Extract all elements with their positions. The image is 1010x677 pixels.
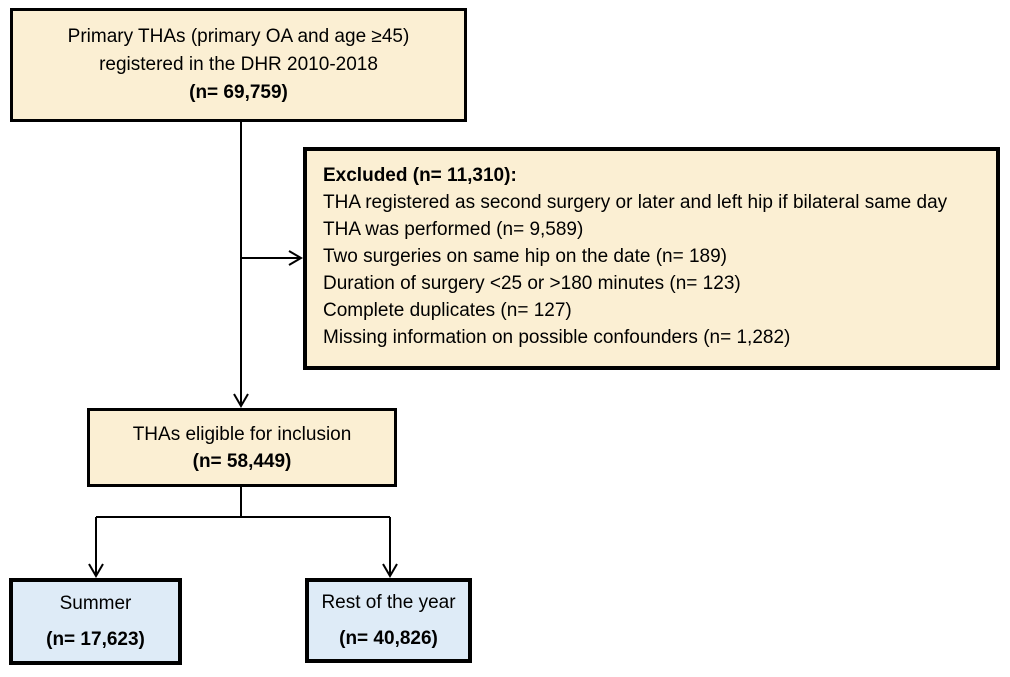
excluded-title: Excluded (n= 11,310):: [323, 165, 517, 186]
primary-thas-line2: registered in the DHR 2010-2018: [99, 54, 378, 75]
box-primary-thas: Primary THAs (primary OA and age ≥45) re…: [10, 8, 467, 122]
arrowhead-down-rest: [382, 563, 398, 578]
excluded-item: Missing information on possible confound…: [323, 327, 791, 348]
eligible-count: (n= 58,449): [192, 450, 292, 472]
primary-thas-count: (n= 69,759): [189, 82, 288, 103]
excluded-item: Duration of surgery <25 or >180 minutes …: [323, 273, 741, 294]
arrowhead-down-summer: [88, 563, 104, 578]
eligible-line1: THAs eligible for inclusion: [132, 423, 352, 445]
box-summer: Summer (n= 17,623): [9, 578, 182, 665]
arrowhead-down-eligible: [233, 393, 249, 408]
rest-count: (n= 40,826): [339, 627, 438, 649]
box-eligible: THAs eligible for inclusion (n= 58,449): [87, 408, 397, 487]
primary-thas-line1: Primary THAs (primary OA and age ≥45): [67, 26, 410, 47]
box-excluded: Excluded (n= 11,310): THA registered as …: [303, 147, 1000, 370]
rest-label: Rest of the year: [321, 591, 456, 613]
excluded-item: Complete duplicates (n= 127): [323, 300, 572, 321]
summer-label: Summer: [59, 592, 132, 614]
arrowhead-right-excluded: [288, 250, 303, 266]
summer-count: (n= 17,623): [46, 628, 145, 650]
excluded-item: Two surgeries on same hip on the date (n…: [323, 246, 727, 267]
box-rest-of-year: Rest of the year (n= 40,826): [305, 578, 472, 663]
excluded-item: THA registered as second surgery or late…: [323, 192, 948, 240]
